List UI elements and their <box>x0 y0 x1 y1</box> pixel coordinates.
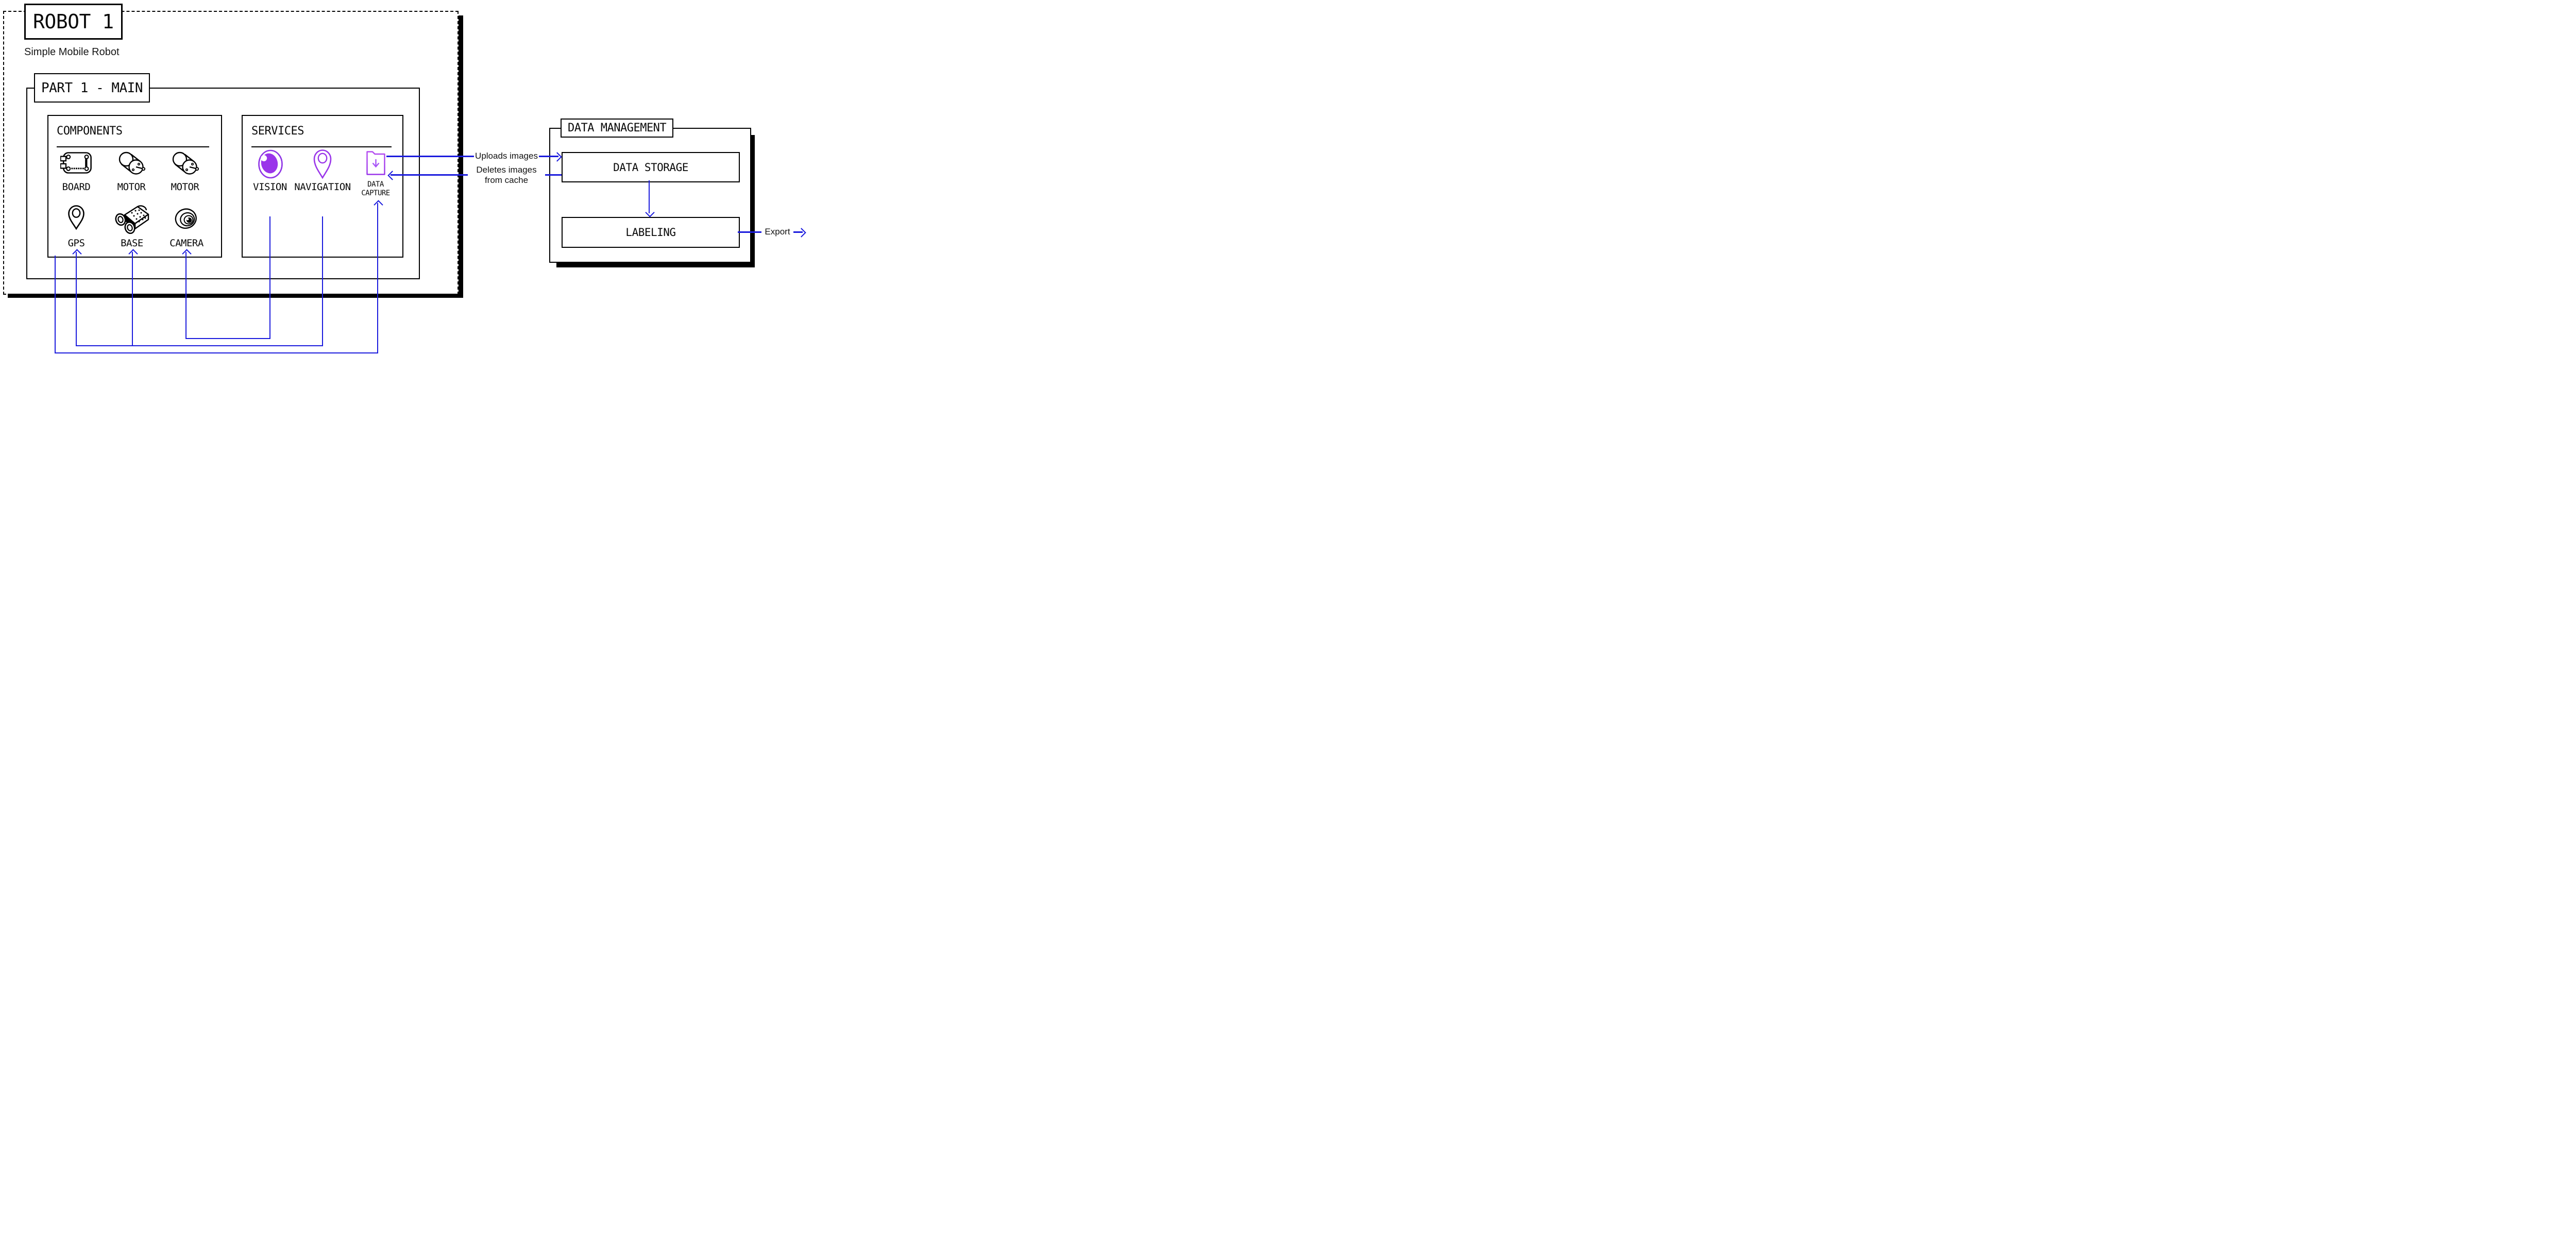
components-title: COMPONENTS <box>57 125 123 138</box>
deletes-label-line1: Deletes images <box>476 165 537 175</box>
data-storage-box: DATA STORAGE <box>562 152 740 182</box>
deletes-label-line2: from cache <box>484 175 529 185</box>
data-capture-label: DATA CAPTURE <box>355 180 396 198</box>
data-management-title-box: DATA MANAGEMENT <box>561 119 674 138</box>
uploads-label: Uploads images <box>474 151 539 161</box>
camera-lens-icon <box>175 208 198 230</box>
base-riser <box>132 252 133 346</box>
export-line <box>738 231 761 233</box>
components-feeder-line <box>55 256 56 353</box>
motor-label: MOTOR <box>171 181 199 193</box>
labeling-box: LABELING <box>562 217 740 248</box>
base-label: BASE <box>121 238 143 249</box>
data-capture-label-line2: CAPTURE <box>361 189 390 197</box>
export-label: Export <box>762 227 792 237</box>
gps-label: GPS <box>67 238 85 249</box>
diagram-canvas: ROBOT 1 Simple Mobile Robot PART 1 - MAI… <box>0 0 808 353</box>
services-title: SERVICES <box>251 125 304 138</box>
labeling-label: LABELING <box>625 226 676 239</box>
uploads-line-left <box>386 156 474 157</box>
uploads-line-right <box>539 156 558 157</box>
dm-shadow-right <box>750 135 755 267</box>
camera-label: CAMERA <box>170 238 204 249</box>
deletes-line-left <box>391 174 474 176</box>
robot-subtitle: Simple Mobile Robot <box>24 46 120 58</box>
gps-riser <box>76 252 77 346</box>
data-capture-folder-icon <box>366 151 385 175</box>
camera-riser <box>185 252 187 339</box>
board-icon <box>60 152 92 174</box>
data-management-title: DATA MANAGEMENT <box>568 122 667 134</box>
board-label: BOARD <box>62 181 91 193</box>
motor-label: MOTOR <box>117 181 146 193</box>
part1-title: PART 1 - MAIN <box>41 80 143 96</box>
robot-title-box: ROBOT 1 <box>24 4 123 40</box>
navigation-line <box>322 216 323 346</box>
gps-pin-icon <box>67 205 85 230</box>
components-title-rule <box>57 146 209 147</box>
motor-icon <box>171 150 200 176</box>
deletes-label: Deletes images from cache <box>468 165 545 185</box>
export-arrowhead <box>796 227 806 238</box>
navigation-label: NAVIGATION <box>294 181 351 193</box>
deletes-line-right <box>539 174 562 176</box>
vision-eye-icon <box>258 149 283 179</box>
robot-shadow-bottom <box>8 294 463 298</box>
vision-line <box>269 216 270 339</box>
part1-title-box: PART 1 - MAIN <box>34 73 150 103</box>
part1-container <box>26 88 420 279</box>
vision-to-camera-line <box>185 338 270 339</box>
navigation-pin-icon <box>313 149 332 179</box>
data-capture-label-line1: DATA <box>367 180 384 189</box>
robot-title: ROBOT 1 <box>33 10 114 33</box>
navigation-to-gps-base-line <box>76 345 323 346</box>
export-arrow-shaft <box>793 231 803 233</box>
robot-container <box>3 11 459 295</box>
components-to-datacapture-line <box>55 352 378 353</box>
storage-to-labeling-arrow <box>649 180 650 213</box>
services-title-rule <box>251 146 392 147</box>
vision-label: VISION <box>253 181 287 193</box>
components-box <box>47 115 222 258</box>
motor-icon <box>117 150 146 176</box>
base-rover-icon <box>114 204 149 235</box>
data-storage-label: DATA STORAGE <box>613 161 688 174</box>
data-capture-riser <box>377 203 378 353</box>
